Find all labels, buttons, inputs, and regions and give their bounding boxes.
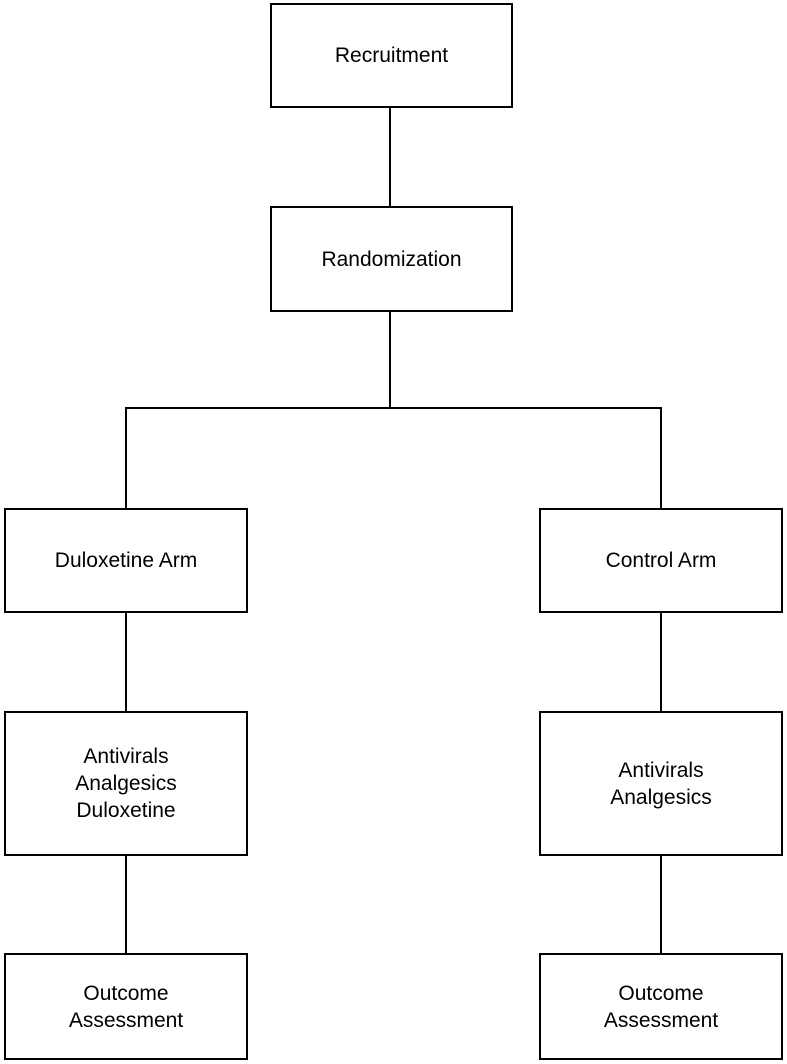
connector-recruitment-randomization xyxy=(389,106,391,207)
duloxetine-arm-box: Duloxetine Arm xyxy=(4,508,248,613)
connector-split-horizontal xyxy=(125,407,662,409)
treatment-line-antivirals: Antivirals xyxy=(618,758,704,782)
outcome-line-2: Assessment xyxy=(68,1008,184,1032)
treatment-line-analgesics: Analgesics xyxy=(75,772,177,795)
outcome-line-1: Outcome xyxy=(83,981,169,1005)
outcome-line-2: Assessment xyxy=(603,1008,719,1032)
connector-split-duloxetine-arm xyxy=(125,407,127,509)
recruitment-box: Recruitment xyxy=(270,3,513,108)
control-treatment-box: Antivirals Analgesics xyxy=(539,711,783,856)
duloxetine-treatment-box: Antivirals Analgesics Duloxetine xyxy=(4,711,248,856)
treatment-line-antivirals: Antivirals xyxy=(83,745,169,768)
outcome-line-1: Outcome xyxy=(618,981,704,1005)
connector-randomization-split xyxy=(389,310,391,409)
control-outcome-box: Outcome Assessment xyxy=(539,953,783,1060)
randomization-label: Randomization xyxy=(321,247,462,271)
treatment-line-duloxetine: Duloxetine xyxy=(76,799,176,822)
treatment-line-analgesics: Analgesics xyxy=(610,785,712,809)
recruitment-label: Recruitment xyxy=(334,44,449,67)
connector-duloxetine-treatment-outcome xyxy=(125,854,127,955)
duloxetine-arm-label: Duloxetine Arm xyxy=(54,549,198,572)
connector-split-control-arm xyxy=(660,407,662,509)
control-arm-label: Control Arm xyxy=(605,549,717,572)
control-arm-box: Control Arm xyxy=(539,508,783,613)
connector-control-arm-treatment xyxy=(660,611,662,713)
randomization-box: Randomization xyxy=(270,206,513,312)
connector-control-treatment-outcome xyxy=(660,854,662,955)
duloxetine-outcome-box: Outcome Assessment xyxy=(4,953,248,1060)
connector-duloxetine-arm-treatment xyxy=(125,611,127,713)
